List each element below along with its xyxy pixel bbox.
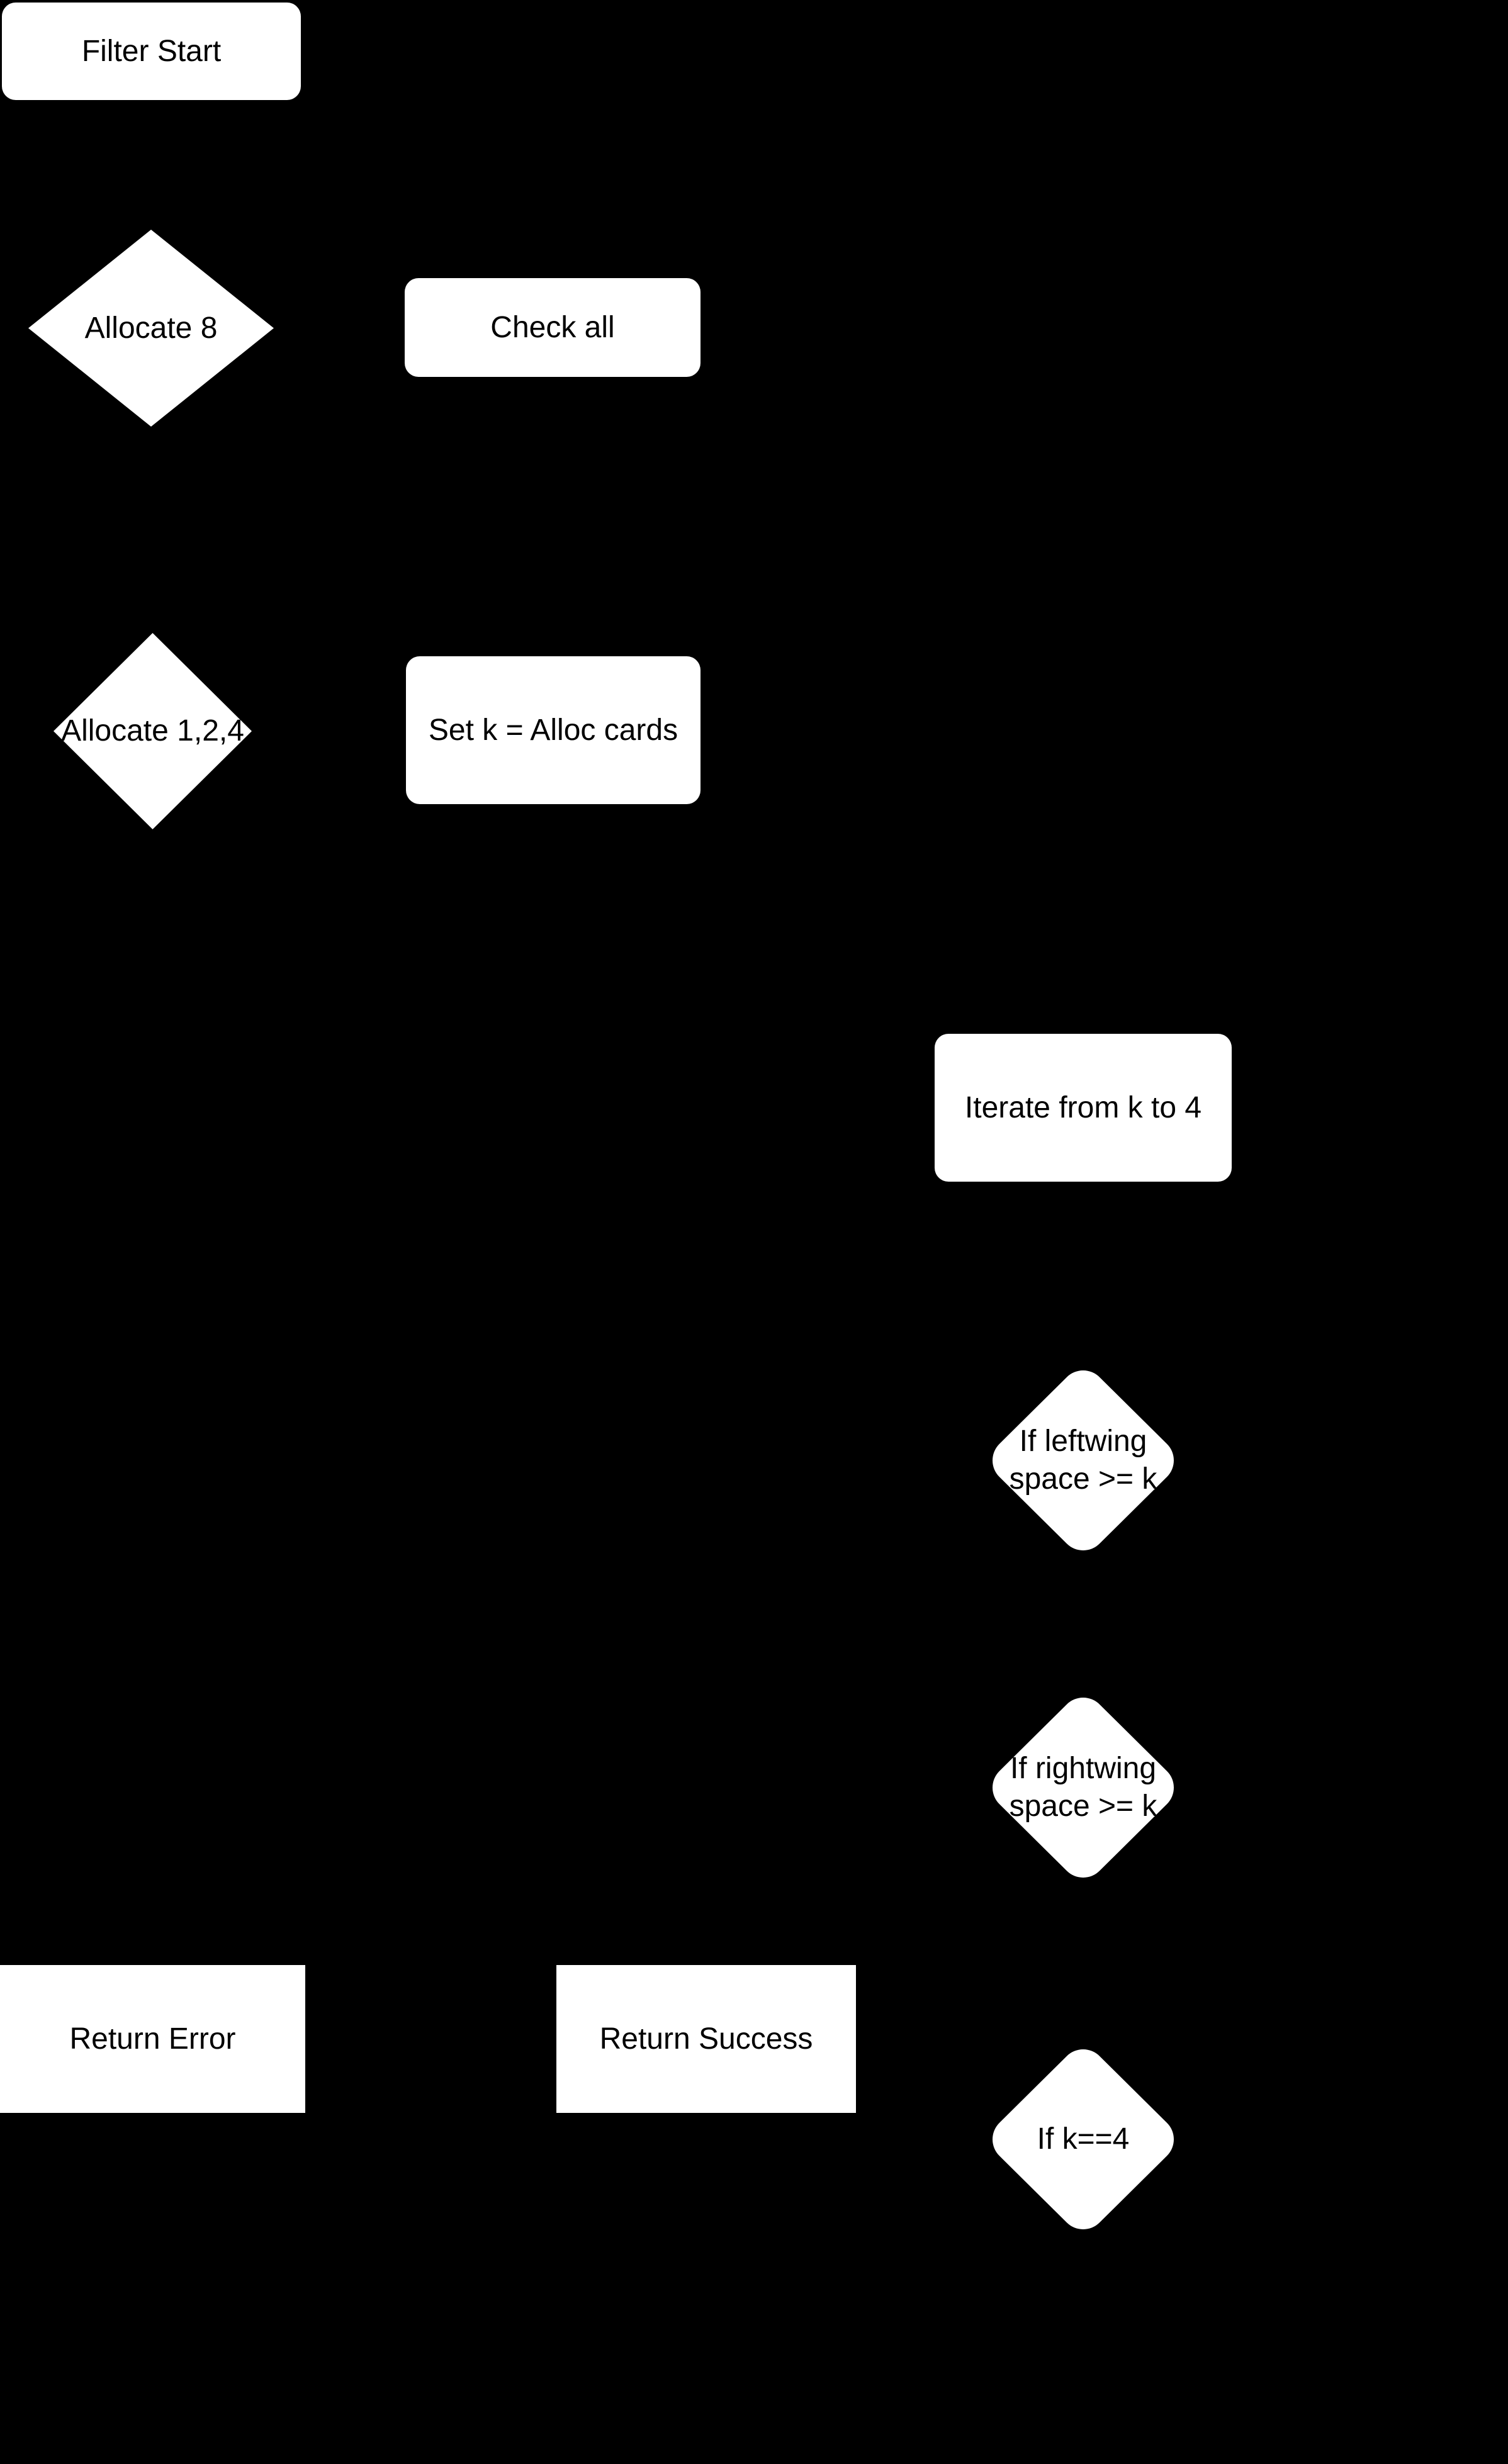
- node-return-error: Return Error: [0, 1965, 305, 2113]
- node-label: If rightwing space >= k: [1009, 1752, 1157, 1823]
- node-label: Return Error: [69, 2022, 236, 2056]
- node-label: Filter Start: [81, 34, 222, 68]
- node-label: If leftwing space >= k: [1009, 1425, 1157, 1496]
- node-label: Allocate 1,2,4: [61, 714, 244, 748]
- node-check-all: Check all: [405, 278, 701, 377]
- rounded-diamond-shape: [993, 1698, 1174, 1878]
- node-set-k: Set k = Alloc cards: [406, 656, 701, 804]
- node-allocate-124: Allocate 1,2,4: [53, 633, 252, 829]
- node-label: Allocate 8: [84, 311, 218, 345]
- node-filter-start: Filter Start: [2, 3, 301, 100]
- node-label: Return Success: [599, 2022, 813, 2056]
- diamond-shape: [28, 230, 274, 427]
- node-label: If k==4: [1037, 2122, 1130, 2156]
- node-if-leftwing: If leftwing space >= k: [993, 1370, 1174, 1550]
- diamond-shape: [53, 633, 252, 829]
- node-label: Set k = Alloc cards: [428, 713, 678, 747]
- node-label: Check all: [490, 310, 615, 344]
- node-return-success: Return Success: [556, 1965, 856, 2113]
- node-label: Iterate from k to 4: [964, 1090, 1202, 1124]
- node-if-rightwing: If rightwing space >= k: [993, 1698, 1174, 1878]
- node-iterate: Iterate from k to 4: [935, 1034, 1232, 1182]
- rounded-diamond-shape: [993, 1370, 1174, 1550]
- node-allocate-8: Allocate 8: [28, 230, 274, 427]
- rounded-diamond-shape: [993, 2049, 1174, 2229]
- node-if-k-eq-4: If k==4: [993, 2049, 1174, 2229]
